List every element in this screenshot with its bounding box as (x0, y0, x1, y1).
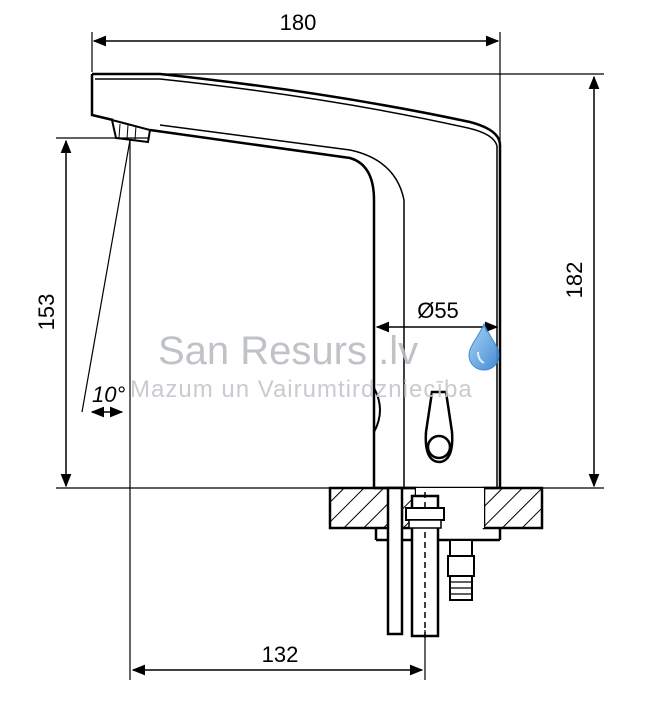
dimension-label-angle: 10° (92, 382, 125, 407)
dimension-label-182: 182 (562, 262, 587, 299)
watermark-brand: San Resurs .lv (158, 329, 418, 373)
dimension-label-diameter: Ø55 (417, 298, 459, 323)
faucet-outline (90, 72, 502, 490)
dimension-width-180: 180 (91, 10, 501, 140)
watermark-tagline: Mazum un Vairumtirdzniecība (130, 376, 473, 403)
dimension-depth-132: 132 (131, 630, 426, 680)
dimension-angle-10: 10° (81, 139, 131, 680)
watermark: San Resurs .lv Mazum un Vairumtirdzniecī… (130, 322, 500, 403)
water-drop-icon (468, 322, 500, 371)
dimension-diameter-55: Ø55 (375, 298, 499, 333)
dimension-height-153: 153 (34, 137, 376, 489)
temperature-lever (424, 390, 454, 464)
dimension-label-132: 132 (262, 642, 299, 667)
dimension-label-180: 180 (280, 10, 317, 35)
mounting-rod-and-hose (386, 486, 475, 640)
dimension-height-182: 182 (92, 73, 604, 489)
dimension-label-153: 153 (34, 294, 59, 331)
